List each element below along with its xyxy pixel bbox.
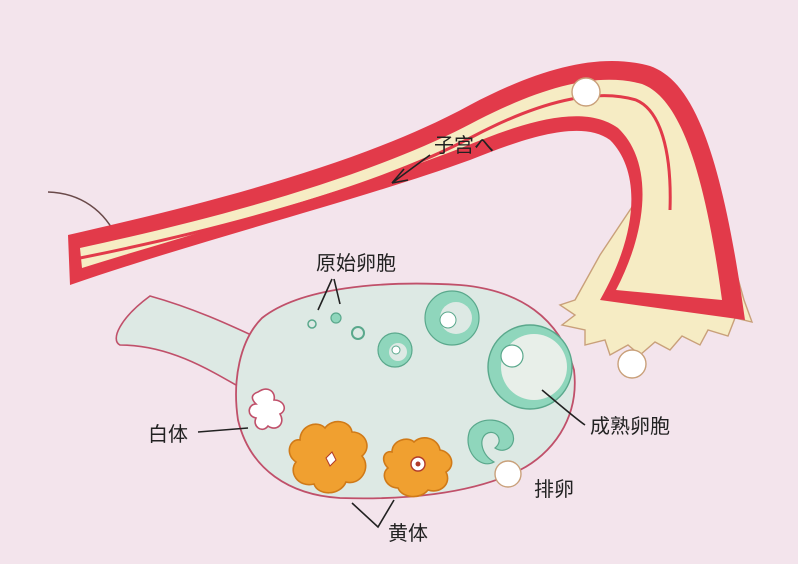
corpus-luteum-2 xyxy=(382,437,453,498)
mature-follicle xyxy=(487,324,573,410)
corpus-luteum-1 xyxy=(288,420,368,494)
primordial-follicle xyxy=(351,326,365,340)
ruptured-follicle xyxy=(467,419,515,465)
primordial-leader xyxy=(317,278,341,311)
primordial-follicle xyxy=(330,312,342,324)
uterus-arrowhead xyxy=(391,168,409,184)
uterus-arrow xyxy=(391,154,431,184)
primordial-follicle xyxy=(307,319,317,329)
egg-released xyxy=(617,349,647,379)
egg-in-tube xyxy=(571,77,601,107)
growing-follicle-medium xyxy=(424,290,480,346)
egg-ovulated xyxy=(494,460,522,488)
label-primordial-follicle: 原始卵胞 xyxy=(316,251,396,275)
ovarian-ligament xyxy=(115,295,263,394)
label-corpus-luteum: 黄体 xyxy=(388,521,428,545)
mature-leader xyxy=(541,389,586,426)
primordial-follicles xyxy=(307,312,365,340)
albicans-leader xyxy=(197,427,249,433)
label-ovulation: 排卵 xyxy=(534,477,574,501)
corpus-albicans xyxy=(248,388,286,431)
label-mature-follicle: 成熟卵胞 xyxy=(590,414,670,438)
tube-lumen xyxy=(80,79,722,300)
tube-wall xyxy=(68,60,745,320)
label-uterus: 子宫へ xyxy=(434,133,494,157)
lumen-line xyxy=(79,94,672,260)
growing-follicle-small xyxy=(377,332,413,368)
fallopian-tube xyxy=(68,60,754,357)
luteum-leader xyxy=(351,499,395,529)
label-corpus-albicans: 白体 xyxy=(148,422,188,446)
